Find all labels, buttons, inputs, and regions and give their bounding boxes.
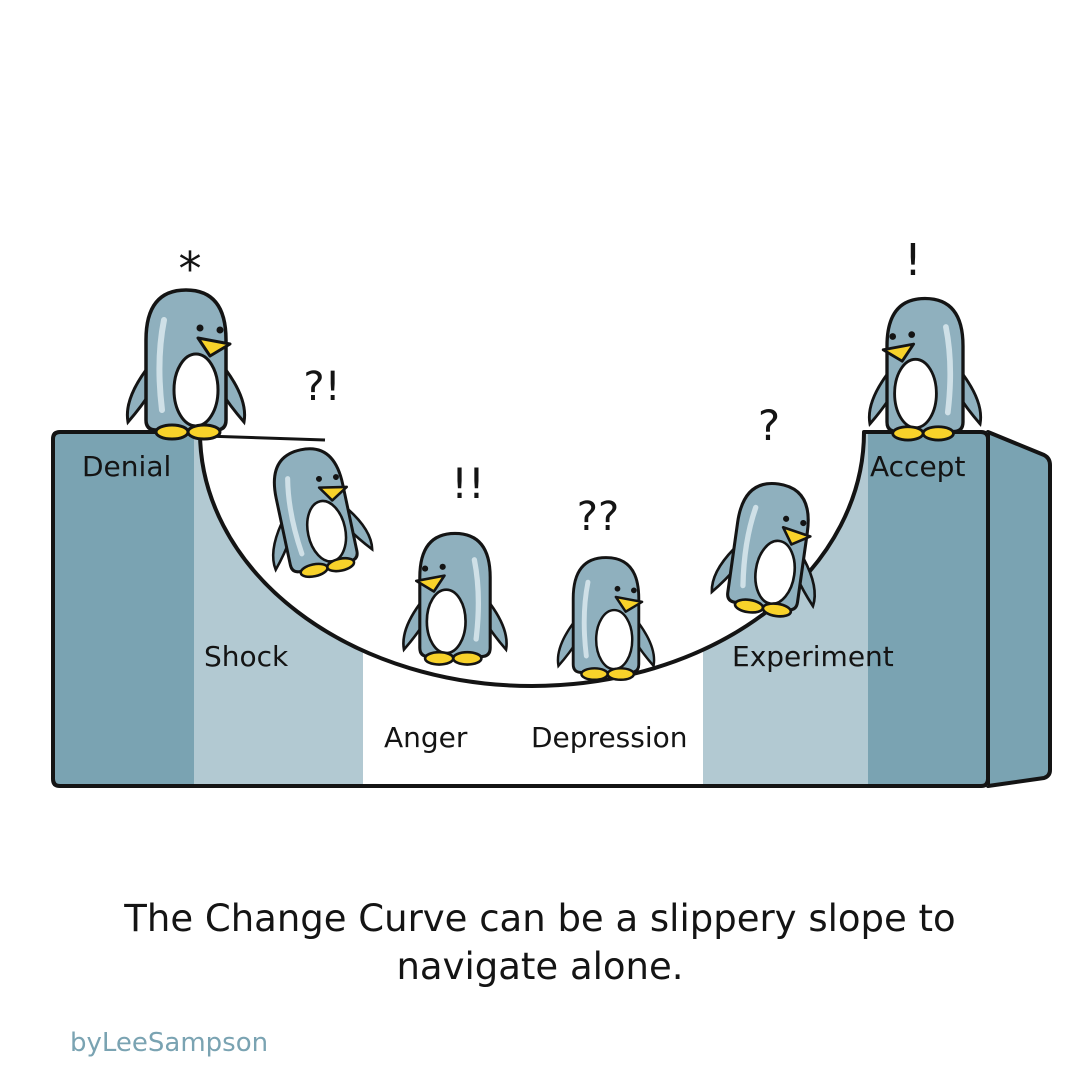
stage-label-denial: Denial bbox=[82, 450, 171, 483]
reaction-mark-anger: !! bbox=[451, 459, 485, 508]
penguin-anger bbox=[403, 533, 506, 664]
penguin-shock bbox=[252, 439, 376, 584]
reaction-mark-shock: ?! bbox=[303, 364, 340, 410]
stage-label-depression: Depression bbox=[531, 721, 688, 754]
reaction-mark-experiment: ? bbox=[758, 401, 780, 450]
block-front-face bbox=[53, 432, 988, 786]
slide-trail bbox=[204, 434, 326, 442]
artist-credit: byLeeSampson bbox=[70, 1028, 269, 1058]
stage-label-accept: Accept bbox=[870, 450, 965, 483]
penguin-accept bbox=[869, 299, 980, 441]
caption: The Change Curve can be a slippery slope… bbox=[124, 897, 956, 988]
stage-label-anger: Anger bbox=[384, 721, 468, 754]
stage-label-shock: Shock bbox=[204, 640, 289, 673]
reaction-mark-accept: ! bbox=[904, 235, 922, 286]
block-side-face bbox=[986, 430, 1052, 788]
reaction-mark-depression: ?? bbox=[577, 494, 619, 540]
penguin-experiment bbox=[709, 477, 829, 621]
stage-label-experiment: Experiment bbox=[732, 640, 894, 673]
penguin-depression bbox=[558, 558, 654, 680]
reaction-mark-denial: * bbox=[179, 242, 202, 296]
penguin-denial bbox=[127, 290, 244, 439]
